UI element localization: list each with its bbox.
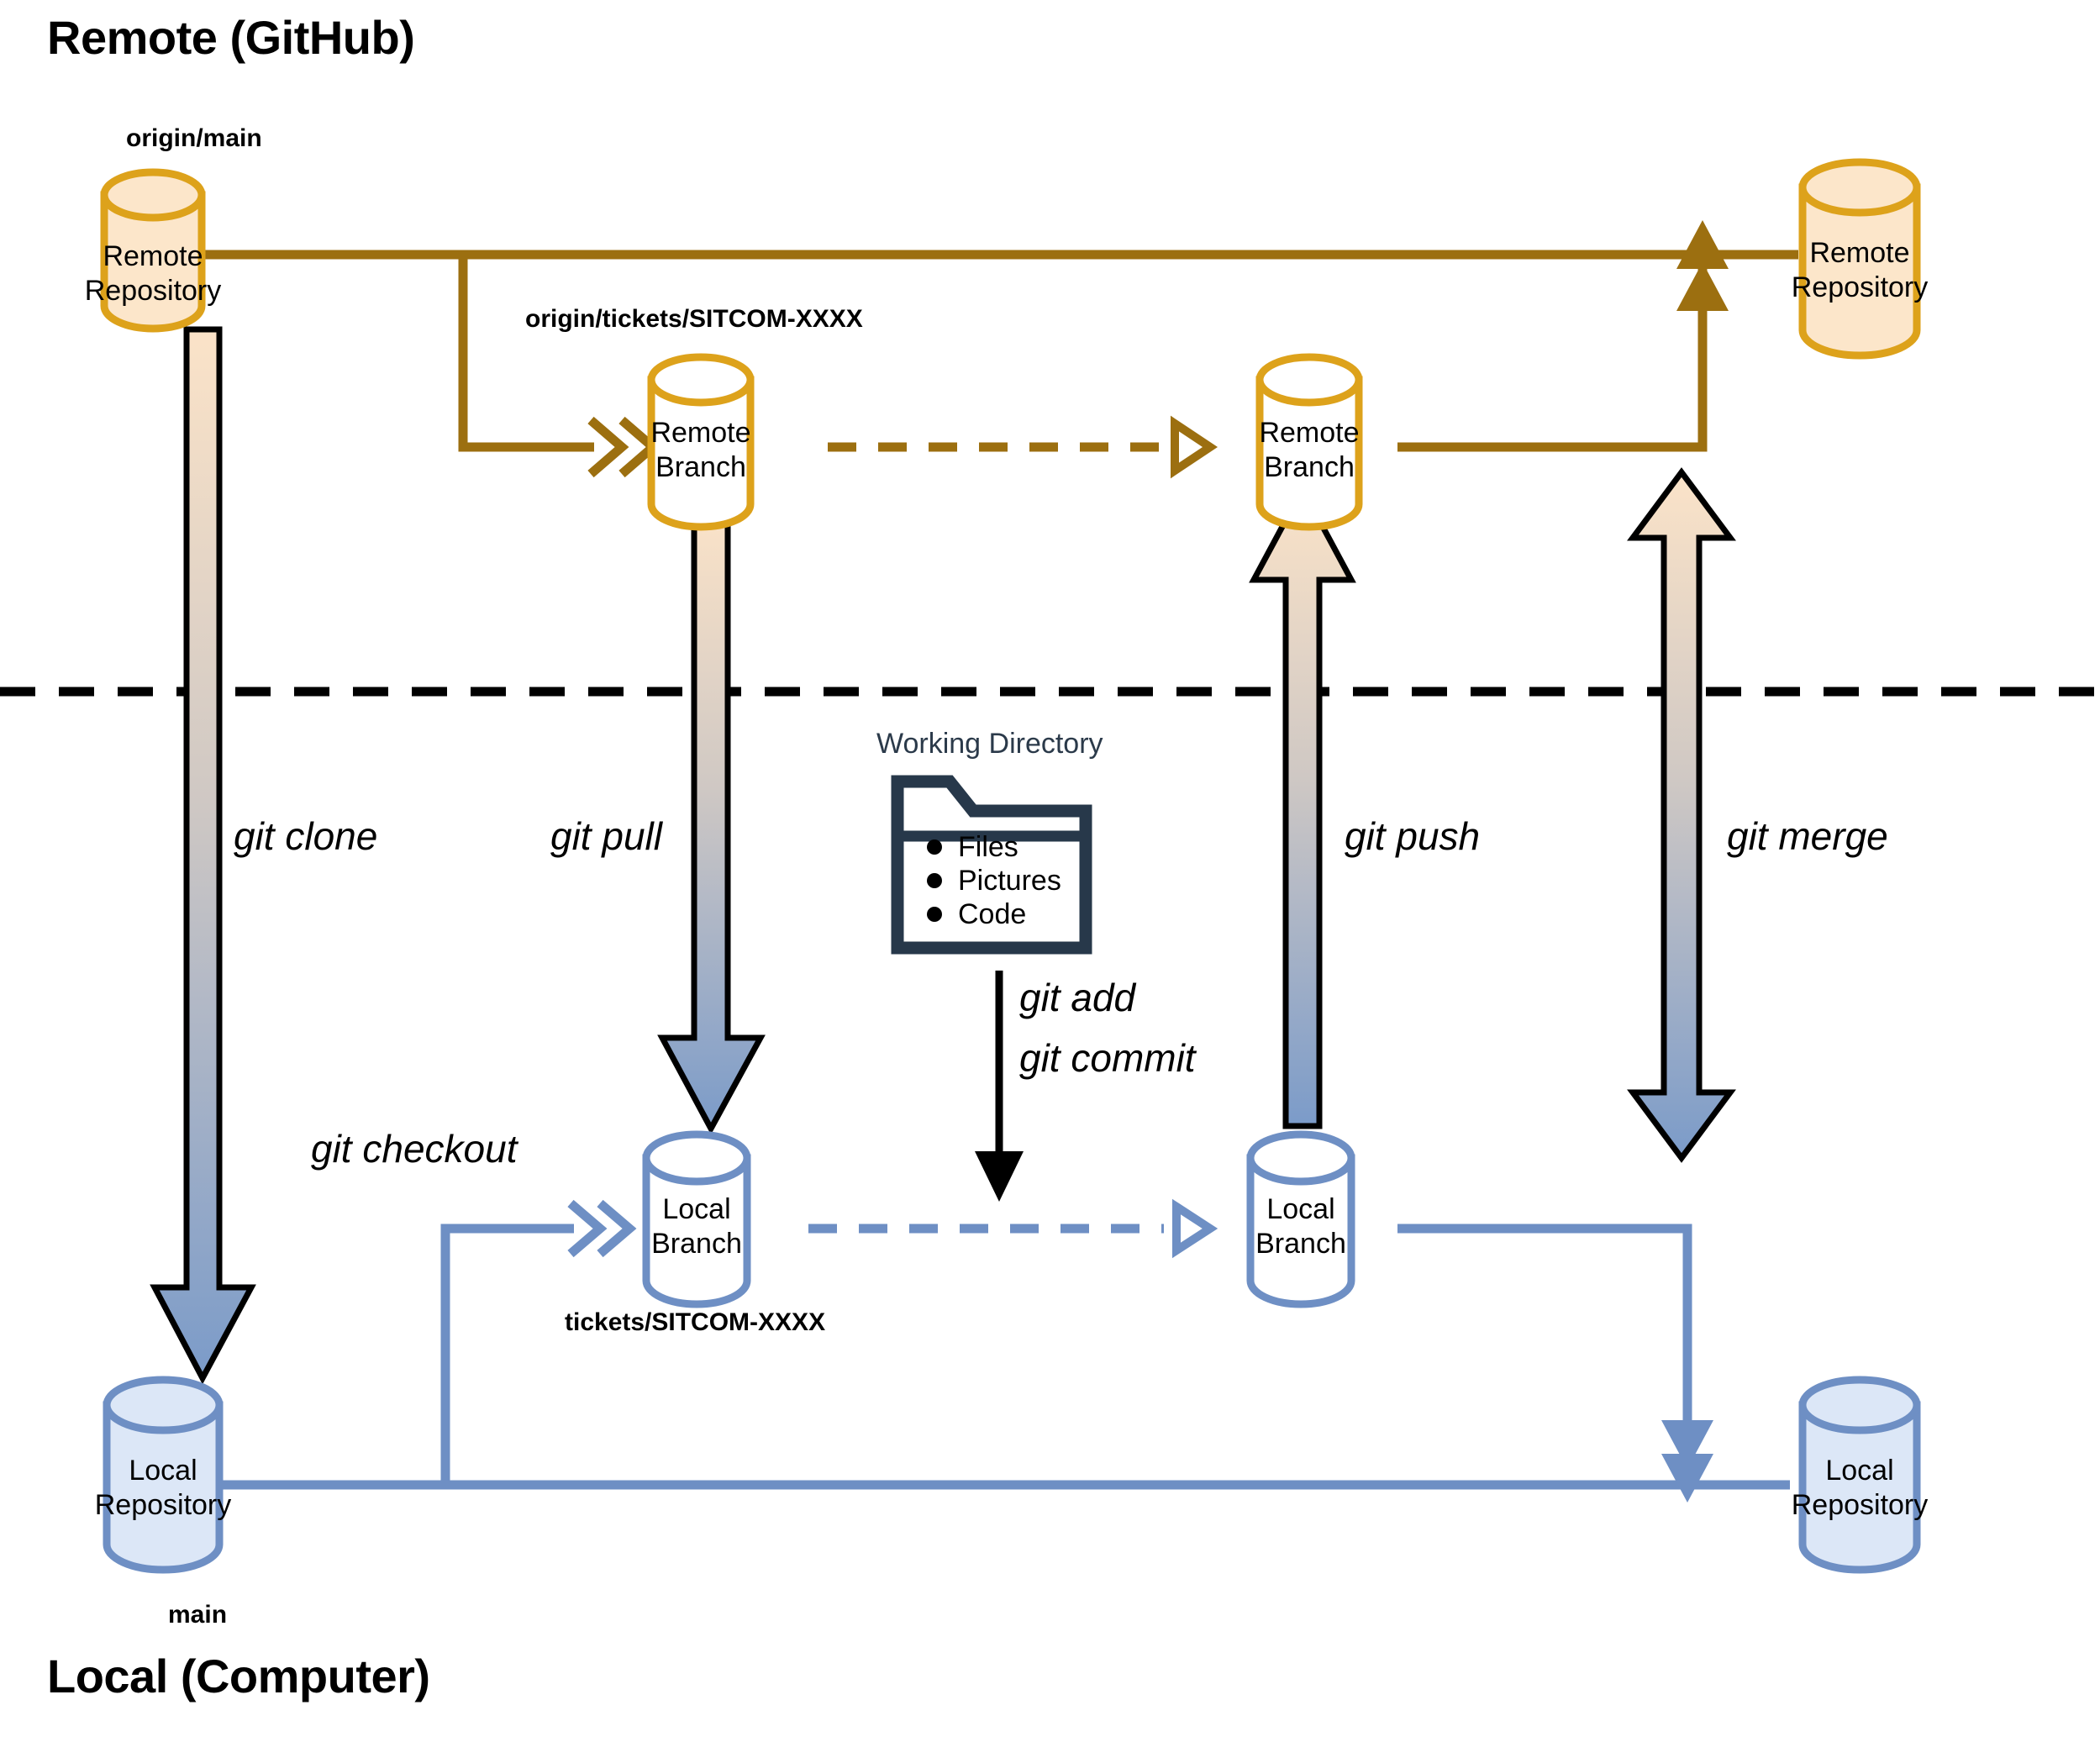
command-label-git-merge: git merge: [1727, 814, 1888, 858]
local-progress-arrowhead: [1172, 1198, 1218, 1259]
node-local-repository-right[interactable]: [1798, 1376, 1921, 1574]
command-label-git-checkout: git checkout: [311, 1127, 518, 1171]
label-remote-branch-left: Remote Branch: [650, 417, 751, 484]
node-remote-branch-left[interactable]: [647, 353, 755, 531]
label-local-repository-right: Local Repository: [1791, 1455, 1929, 1522]
working-directory-item-pictures: Pictures: [958, 865, 1061, 897]
branch-tag-local-ticket: tickets/SITCOM-XXXX: [565, 1308, 826, 1336]
command-label-git-add: git add: [1019, 976, 1136, 1019]
branch-tag-origin-main: origin/main: [126, 124, 262, 152]
node-local-branch-left[interactable]: [642, 1130, 751, 1308]
git-add-commit-arrow: [975, 971, 1024, 1202]
label-remote-repository-right: Remote Repository: [1791, 237, 1929, 304]
command-label-git-clone: git clone: [234, 814, 378, 858]
command-label-git-pull: git pull: [550, 814, 662, 858]
command-label-git-push: git push: [1345, 814, 1481, 858]
remote-branch-feed-line: [458, 255, 594, 452]
remote-merge-arrowheads: [1676, 220, 1729, 311]
git-push-arrow: [1249, 482, 1356, 1129]
git-clone-arrow: [150, 326, 256, 1385]
working-directory-title: Working Directory: [876, 728, 1103, 760]
command-label-git-commit: git commit: [1019, 1036, 1196, 1080]
git-pull-arrow: [657, 508, 766, 1135]
label-local-branch-right: Local Branch: [1255, 1193, 1346, 1260]
local-checkout-line: [440, 1224, 574, 1485]
zone-label-local: Local (Computer): [47, 1650, 430, 1703]
branch-tag-origin-ticket: origin/tickets/SITCOM-XXXX: [525, 305, 863, 333]
label-local-repository-main: Local Repository: [94, 1455, 232, 1522]
remote-progress-arrowhead: [1171, 415, 1218, 479]
zone-label-remote: Remote (GitHub): [47, 11, 415, 64]
label-remote-repository-main: Remote Repository: [84, 240, 222, 308]
node-remote-repository-main[interactable]: [100, 168, 206, 333]
remote-merge-return-line: [1397, 267, 1708, 452]
node-remote-branch-right[interactable]: [1255, 353, 1363, 531]
working-directory-item-files: Files: [958, 831, 1018, 863]
local-merge-down-line: [1397, 1224, 1692, 1464]
working-directory-item-code: Code: [958, 898, 1027, 930]
working-directory-folder-icon: [891, 775, 1092, 955]
local-merge-arrowheads: [1661, 1420, 1713, 1503]
node-local-repository-main[interactable]: [103, 1376, 224, 1574]
node-remote-repository-right[interactable]: [1798, 158, 1921, 360]
node-local-branch-right[interactable]: [1246, 1130, 1355, 1308]
branch-tag-local-main: main: [168, 1601, 228, 1629]
label-local-branch-left: Local Branch: [651, 1193, 742, 1260]
local-checkout-arrowhead: [567, 1199, 637, 1258]
git-merge-arrow: [1627, 467, 1736, 1163]
label-remote-branch-right: Remote Branch: [1259, 417, 1360, 484]
